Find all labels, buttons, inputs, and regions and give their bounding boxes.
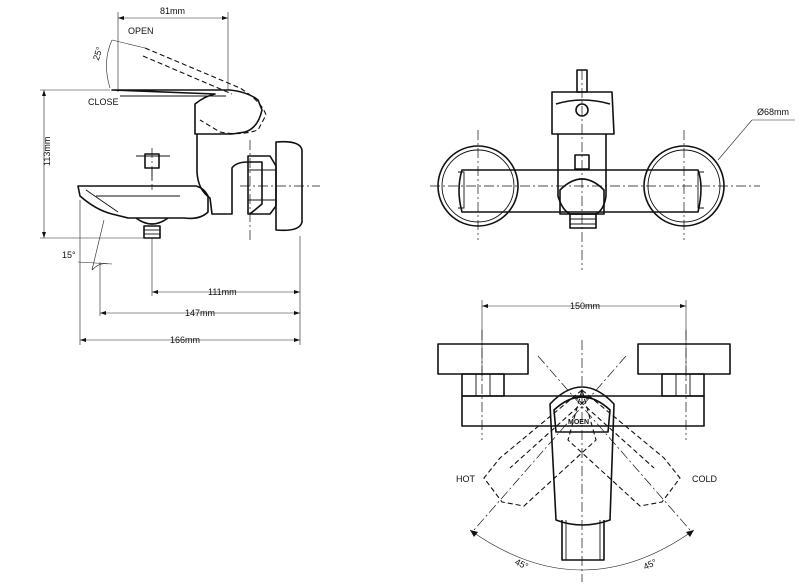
open-label: OPEN [128,26,154,36]
dim-166-label: 166mm [170,335,200,345]
dim-147-label: 147mm [185,308,215,318]
handle-open [144,47,267,135]
angle-25-label: 25° [91,45,105,61]
wall-flange [275,140,303,232]
front-body [458,169,702,213]
dia-68-label: Ø68mm [757,107,789,117]
front-handle [551,91,615,135]
top-right-nut [661,373,705,397]
front-spout [559,178,605,215]
close-label: CLOSE [88,97,119,107]
hot-label: HOT [456,474,476,484]
dim-81-label: 81mm [160,6,185,16]
cold-label: COLD [692,474,718,484]
top-handle [549,386,615,526]
dim-150-label: 150mm [570,301,600,311]
handle-screw [575,103,589,117]
handle-cold-position [567,389,681,507]
front-diverter [574,154,590,170]
top-left-nut [461,373,505,397]
side-view: 81mm OPEN CLOSE 25° [40,6,320,345]
front-view: Ø68mm [430,69,795,270]
brand-label: MOEN [568,419,589,426]
handle-hot-position [483,389,597,507]
rotation-arc [469,529,695,571]
aerator [143,225,161,239]
top-spout [561,520,605,561]
valve-body [196,134,263,215]
angle-15-label: 15° [62,250,76,260]
top-view: 150mm MOEN HOT [437,300,731,582]
angle-45-right-label: 45° [642,557,659,572]
spout [77,185,209,220]
handle-closed [111,89,263,135]
top-body [461,395,705,427]
angle-45-left-label: 45° [513,557,530,572]
dim-111-label: 111mm [208,287,237,297]
top-left-flange [437,343,529,375]
top-right-flange [637,343,731,375]
dim-113-label: 113mm [42,137,52,166]
